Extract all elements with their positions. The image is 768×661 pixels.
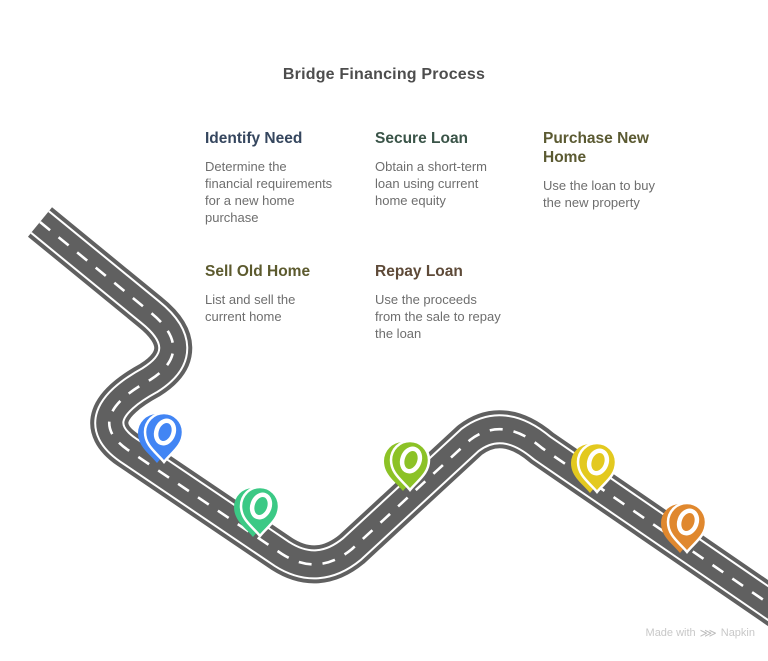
pin-repay-loan — [661, 501, 708, 555]
pin-purchase-new-home — [384, 439, 431, 493]
step-title: Secure Loan — [375, 130, 469, 147]
step-description: Determine the financial requirements for… — [205, 158, 333, 226]
napkin-logo-icon: ⋙ — [699, 626, 717, 640]
pin-ring — [249, 492, 273, 520]
pin-ring — [153, 418, 177, 446]
step-description: Use the proceeds from the sale to repay … — [375, 291, 501, 342]
pin-identify-need — [138, 411, 185, 465]
road-center-dashes — [39, 220, 768, 605]
step-title: Purchase New Home — [543, 130, 649, 166]
step-title: Identify Need — [205, 130, 303, 147]
step-card-sell-old-home: Sell Old Home List and sell the current … — [205, 263, 357, 325]
step-title: Sell Old Home — [205, 263, 311, 280]
step-title: Repay Loan — [375, 263, 463, 280]
watermark-prefix: Made with — [645, 627, 696, 639]
watermark: Made with ⋙ Napkin — [646, 627, 755, 639]
pin-ring — [399, 446, 423, 474]
step-description: List and sell the current home — [205, 291, 296, 325]
step-card-purchase-new-home: Purchase New Home Use the loan to buy th… — [543, 130, 695, 211]
pin-sell-old-home — [571, 441, 618, 495]
pin-secure-loan — [234, 485, 281, 539]
step-description: Obtain a short-term loan using current h… — [375, 158, 487, 209]
step-card-secure-loan: Secure Loan Obtain a short-term loan usi… — [375, 130, 527, 209]
watermark-brand: Napkin — [720, 627, 755, 639]
step-card-repay-loan: Repay Loan Use the proceeds from the sal… — [375, 263, 527, 342]
page-title: Bridge Financing Process — [282, 66, 486, 83]
step-card-identify-need: Identify Need Determine the financial re… — [205, 130, 357, 227]
pin-ring — [676, 508, 700, 536]
road — [27, 207, 768, 627]
step-description: Use the loan to buy the new property — [543, 177, 656, 210]
pin-ring — [586, 448, 610, 476]
